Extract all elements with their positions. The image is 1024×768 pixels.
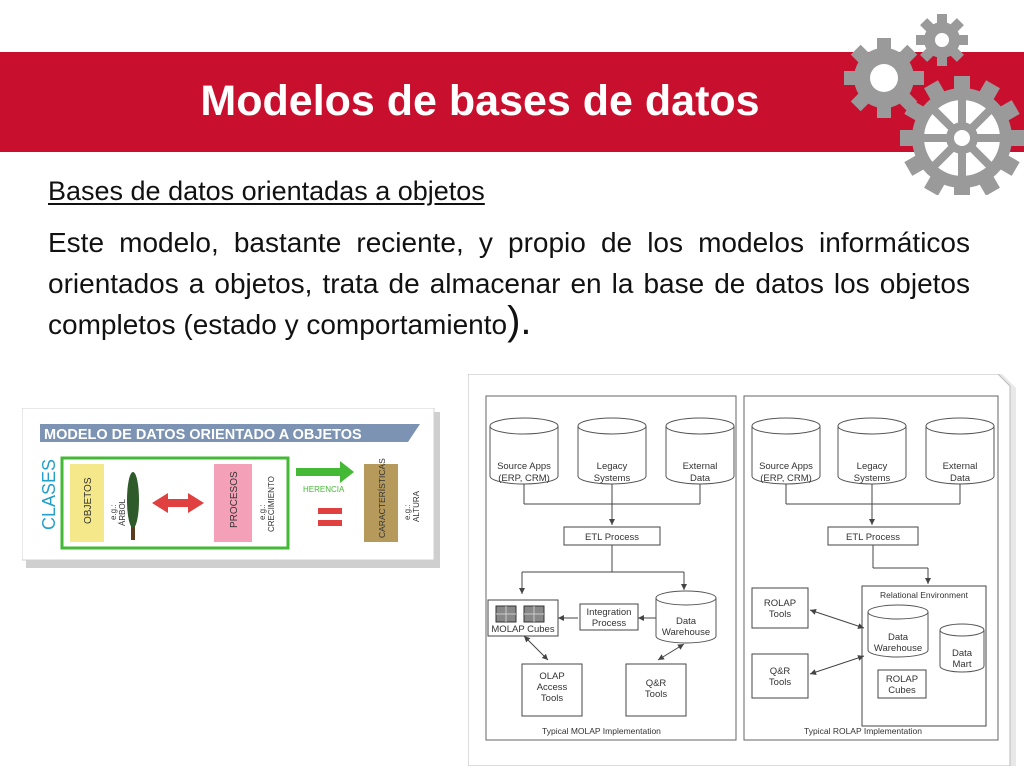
qr-text-2: Tools: [769, 677, 791, 688]
qr-text: Q&R: [646, 678, 667, 689]
rolap-cubes-text-2: Cubes: [888, 685, 916, 696]
mart-text-2: Mart: [953, 659, 972, 670]
legacy-cylinder: Legacy Systems: [837, 417, 907, 485]
large-gear-icon: [900, 76, 1024, 195]
eg-arbol-1: e.g.:: [109, 504, 118, 520]
integration-text-2: Process: [592, 618, 627, 629]
double-arrow-icon: [152, 493, 204, 513]
integration-text: Integration: [587, 607, 632, 618]
external-text: External: [683, 461, 718, 472]
legacy-text: Legacy: [857, 461, 888, 472]
tree-icon: [127, 472, 139, 540]
body-paragraph: Este modelo, bastante reciente, y propio…: [48, 222, 970, 345]
eg-arbol-2: ÁRBOL: [118, 498, 127, 526]
external-text-2: Data: [950, 473, 971, 484]
rolap-tools-text: ROLAP: [764, 598, 796, 609]
clases-label: CLASES: [39, 459, 59, 530]
rolap-cubes-text: ROLAP: [886, 674, 918, 685]
molap-cubes-icon: MOLAP Cubes: [487, 599, 559, 637]
source-apps-cylinder: Source Apps (ERP, CRM): [751, 417, 821, 485]
section-subtitle: Bases de datos orientadas a objetos: [48, 176, 485, 206]
etl-text: ETL Process: [585, 532, 639, 543]
legacy-text: Legacy: [597, 461, 628, 472]
external-cylinder: External Data: [665, 417, 735, 485]
relational-text: Relational Environment: [880, 590, 969, 600]
paragraph-main: Este modelo, bastante reciente, y propio…: [48, 227, 970, 340]
olap-tools-box: [521, 663, 583, 717]
etl-text: ETL Process: [846, 532, 900, 543]
objetos-box: [70, 464, 104, 542]
eg-alt-1: e.g.:: [403, 504, 412, 520]
data-warehouse-cylinder: Data Warehouse: [655, 590, 717, 644]
olap-text-3: Tools: [541, 693, 563, 704]
procesos-label: PROCESOS: [229, 471, 240, 528]
external-cylinder: External Data: [925, 417, 995, 485]
olap-figure: Source Apps (ERP, CRM) Legacy Systems Ex…: [468, 374, 1016, 766]
figure-header-bar: [40, 424, 420, 442]
figure-header-text: MODELO DE DATOS ORIENTADO A OBJETOS: [44, 427, 362, 443]
dw-text: Data: [888, 632, 909, 643]
qr-text: Q&R: [770, 666, 791, 677]
olap-text: OLAP: [539, 671, 564, 682]
legacy-text-2: Systems: [854, 473, 891, 484]
rolap-tools-text-2: Tools: [769, 609, 791, 620]
rolap-tools-box: [751, 587, 809, 629]
herencia-arrow-icon: [296, 461, 354, 483]
clases-box: [60, 456, 290, 550]
eg-crec-2: CRECIMIENTO: [267, 476, 276, 532]
source-apps-text: Source Apps: [759, 461, 813, 472]
qr-text-2: Tools: [645, 689, 667, 700]
rolap-caption: Typical ROLAP Implementation: [804, 726, 922, 736]
external-text-2: Data: [690, 473, 711, 484]
dw-text-2: Warehouse: [874, 643, 922, 654]
eg-alt-2: ALTURA: [412, 490, 421, 522]
rolap-cubes-box: [877, 669, 927, 699]
equals-icon: [318, 508, 342, 526]
qr-tools-box: [625, 663, 687, 717]
rolap-panel: Source Apps (ERP, CRM) Legacy Systems Ex…: [743, 395, 999, 741]
molap-frame: [485, 395, 737, 741]
eg-crec-1: e.g.:: [258, 504, 267, 520]
mart-text: Data: [952, 648, 973, 659]
external-text: External: [943, 461, 978, 472]
caracteristicas-label: CARACTERÍSTICAS: [377, 458, 387, 538]
source-apps-cylinder: Source Apps (ERP, CRM): [489, 417, 559, 485]
legacy-cylinder: Legacy Systems: [577, 417, 647, 485]
molap-panel: Source Apps (ERP, CRM) Legacy Systems Ex…: [485, 395, 737, 741]
small-gear-icon: [916, 14, 968, 66]
slide-title: Modelos de bases de datos: [200, 77, 760, 125]
molap-cubes-text: MOLAP Cubes: [491, 624, 554, 635]
dw-text: Data: [676, 616, 697, 627]
procesos-box: [214, 464, 252, 542]
data-warehouse-cylinder: Data Warehouse: [867, 604, 929, 658]
oo-model-figure: MODELO DE DATOS ORIENTADO A OBJETOS CLAS…: [22, 408, 440, 568]
objetos-label: OBJETOS: [83, 477, 94, 524]
molap-caption: Typical MOLAP Implementation: [542, 726, 661, 736]
data-mart-cylinder: Data Mart: [939, 623, 985, 673]
legacy-text-2: Systems: [594, 473, 631, 484]
rolap-frame: [743, 395, 999, 741]
paragraph-end: ).: [507, 299, 532, 343]
gears-icon: [844, 14, 1024, 195]
integration-box: [579, 603, 639, 631]
herencia-label: HERENCIA: [303, 485, 345, 494]
source-apps-text-2: (ERP, CRM): [498, 473, 550, 484]
dw-text-2: Warehouse: [662, 627, 710, 638]
olap-text-2: Access: [537, 682, 568, 693]
source-apps-text-2: (ERP, CRM): [760, 473, 812, 484]
caracteristicas-box: [364, 464, 398, 542]
source-apps-text: Source Apps: [497, 461, 551, 472]
qr-tools-box: [751, 653, 809, 699]
